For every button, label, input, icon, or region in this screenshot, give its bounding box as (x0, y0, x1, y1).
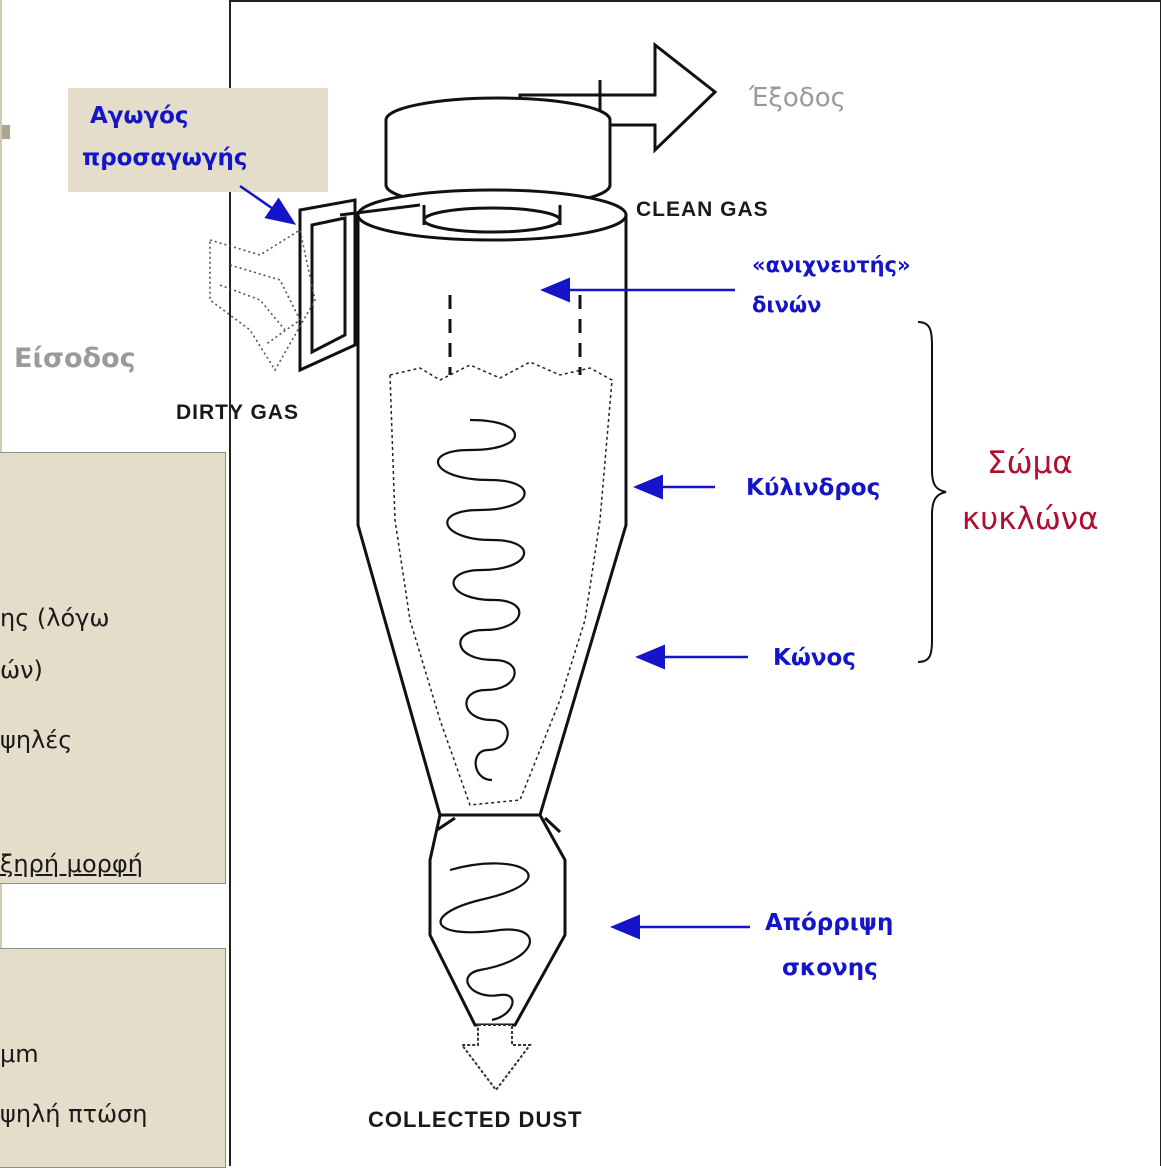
dust-discharge-label-line-2: σκονης (782, 955, 878, 981)
dirty-gas-label: DIRTY GAS (176, 401, 299, 425)
arrow-inlet-duct (240, 186, 292, 222)
cyclone-body-label-line-1: Σώμα (987, 445, 1073, 481)
cylinder-label: Κύλινδρος (746, 475, 880, 501)
vortex-finder-label-line-2: δινών (752, 293, 821, 317)
vortex-finder-label-line-1: «ανιχνευτής» (752, 253, 911, 277)
dust-hopper (430, 815, 565, 1025)
collected-dust-arrow (462, 1025, 530, 1090)
collected-dust-label: COLLECTED DUST (368, 1107, 582, 1133)
dust-discharge-label-line-1: Απόρριψη (765, 910, 893, 936)
cone-label: Κώνος (773, 645, 856, 671)
inlet-label: Είσοδος (14, 343, 136, 374)
body-brace (918, 322, 946, 662)
cyclone-body (358, 190, 626, 815)
cyclone-body-label-line-2: κυκλώνα (962, 501, 1099, 537)
clean-gas-label: CLEAN GAS (636, 198, 769, 222)
outlet-label: Έξοδος (749, 83, 846, 113)
